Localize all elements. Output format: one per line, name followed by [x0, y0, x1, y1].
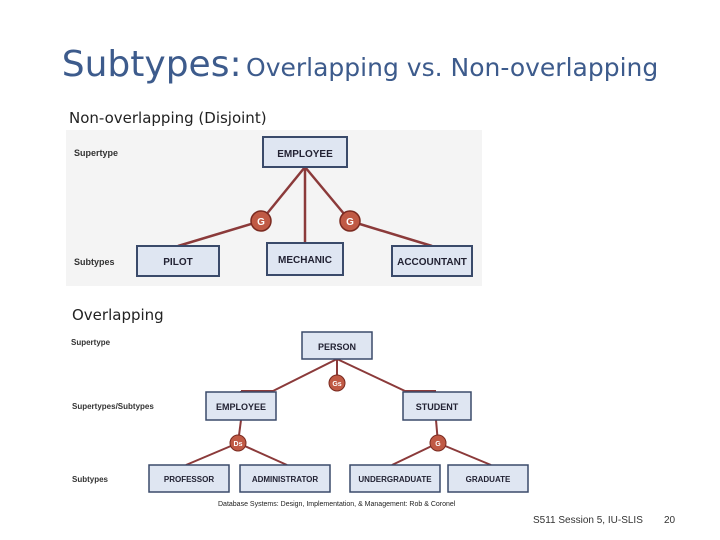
title-main: Subtypes:	[61, 44, 242, 85]
entity-employee: EMPLOYEE	[277, 149, 333, 160]
entity-person: PERSON	[318, 342, 356, 352]
entity-professor: PROFESSOR	[164, 475, 214, 484]
entity-box-accountant	[391, 245, 473, 277]
entity-box-person	[301, 331, 373, 360]
entity-box-professor	[148, 464, 230, 493]
entity-mechanic: MECHANIC	[278, 255, 332, 266]
connector-line	[349, 219, 433, 248]
entity-pilot: PILOT	[163, 257, 192, 268]
connector-line	[437, 442, 492, 466]
connector-line	[177, 219, 262, 248]
entity-box-employee	[205, 391, 277, 421]
supertype-label: Supertype	[71, 338, 111, 347]
discriminator-circle	[328, 374, 346, 392]
section-label-overlapping: Overlapping	[72, 306, 164, 324]
entity-administrator: ADMINISTRATOR	[252, 475, 319, 484]
entity-box-undergraduate	[349, 464, 441, 493]
section-label-disjoint: Non-overlapping (Disjoint)	[69, 109, 267, 127]
connector-line	[260, 166, 306, 222]
connector-line	[185, 442, 239, 466]
entity-student: STUDENT	[416, 402, 459, 412]
connector-line	[272, 358, 338, 392]
entity-box-administrator	[239, 464, 331, 493]
discriminator-circle	[250, 210, 272, 232]
slide-title: Subtypes: Overlapping vs. Non-overlappin…	[0, 44, 720, 85]
supertype-label: Supertype	[74, 148, 118, 158]
discriminator-circle	[339, 210, 361, 232]
discriminator-symbol: G	[346, 217, 354, 228]
entity-box-graduate	[447, 464, 529, 493]
subtypes-label: Subtypes	[74, 257, 115, 267]
footer-text: S511 Session 5, IU-SLIS	[533, 515, 643, 526]
entity-accountant: ACCOUNTANT	[397, 257, 467, 268]
overlapping-diagram: PERSON Gs EMPLOYEE STUDENT Ds G PROFESSO…	[71, 331, 529, 493]
discriminator-symbol: Ds	[234, 441, 243, 448]
subtypes-label: Subtypes	[72, 475, 109, 484]
supertypes-subtypes-label: Supertypes/Subtypes	[72, 402, 154, 411]
connector-lines	[177, 166, 433, 248]
title-sub: Overlapping vs. Non-overlapping	[246, 53, 659, 82]
discriminator-symbol: Gs	[332, 381, 341, 388]
discriminator-circle	[429, 434, 447, 452]
disjoint-diagram: EMPLOYEE G G PILOT MECHANIC ACCOUNTANT S…	[66, 130, 482, 286]
connector-line	[336, 358, 406, 392]
connector-lines	[185, 358, 492, 466]
connector-line	[304, 166, 351, 222]
connector-line	[237, 442, 288, 466]
discriminator-symbol: G	[257, 217, 265, 228]
page-number: 20	[664, 515, 676, 526]
entity-undergraduate: UNDERGRADUATE	[358, 475, 432, 484]
entity-graduate: GRADUATE	[466, 475, 511, 484]
citation: Database Systems: Design, Implementation…	[218, 501, 456, 508]
entity-box-pilot	[136, 245, 220, 277]
discriminator-circle	[229, 434, 247, 452]
entity-employee: EMPLOYEE	[216, 402, 266, 412]
entity-box-mechanic	[266, 242, 344, 276]
entity-box-student	[402, 391, 472, 421]
entity-box-employee	[262, 136, 348, 168]
discriminator-symbol: G	[435, 441, 441, 448]
